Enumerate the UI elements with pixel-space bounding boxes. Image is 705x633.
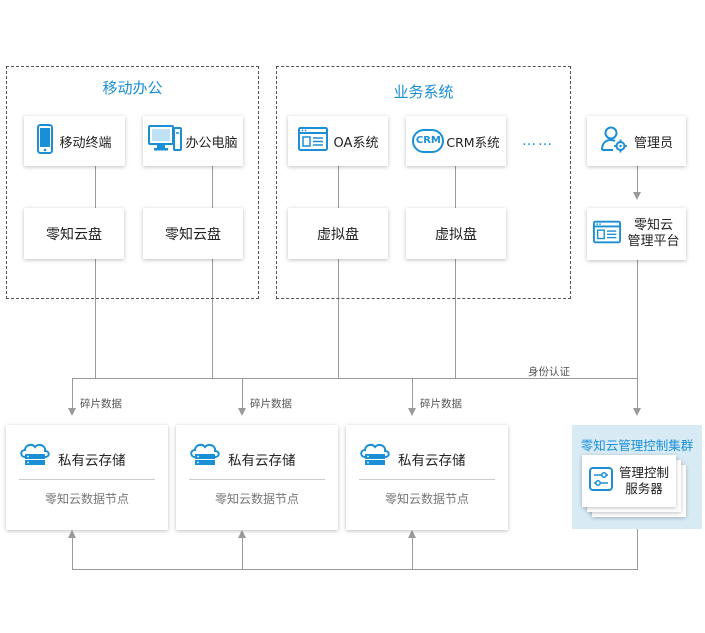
identity-auth-label: 身份认证 — [528, 366, 570, 378]
storage-node-1[interactable]: 私有云存储 零知云数据节点 — [6, 425, 168, 530]
cloud-server-icon — [19, 443, 51, 471]
virtual-disk-label-2: 虚拟盘 — [435, 226, 477, 243]
cloud-server-icon — [189, 443, 221, 471]
mgmt-server-label: 管理控制 服务器 — [619, 465, 669, 497]
mgmt-platform-card[interactable]: 零知云 管理平台 — [587, 208, 686, 260]
zzy-disk-label-1: 零知云盘 — [46, 226, 102, 243]
mgmt-control-server-card[interactable]: 管理控制 服务器 — [582, 455, 676, 507]
office-pc-label: 办公电脑 — [185, 135, 238, 151]
mgmt-server-line1: 管理控制 — [618, 465, 669, 480]
storage-title-1: 私有云存储 — [58, 453, 126, 469]
crm-system-label: CRM系统 — [446, 134, 500, 150]
admin-label: 管理员 — [633, 135, 673, 151]
desktop-computer-icon — [148, 124, 183, 158]
cloud-server-icon — [359, 443, 391, 471]
storage-divider-1 — [19, 479, 155, 480]
office-pc-card[interactable]: 办公电脑 — [143, 116, 243, 166]
fragment-data-label-1: 碎片数据 — [80, 398, 122, 410]
crm-logo-text: CRM — [415, 135, 441, 146]
mgmt-cluster-title: 零知云管理控制集群 — [580, 438, 694, 453]
more-systems-ellipsis: …… — [522, 133, 554, 149]
mgmt-cluster-panel: 零知云管理控制集群 管理控制 服务器 — [572, 425, 702, 529]
business-system-title: 业务系统 — [393, 83, 454, 101]
zzy-disk-card-1[interactable]: 零知云盘 — [24, 208, 124, 259]
business-system-group — [276, 66, 571, 299]
storage-node-2[interactable]: 私有云存储 零知云数据节点 — [176, 425, 338, 530]
admin-card[interactable]: 管理员 — [587, 116, 686, 166]
mgmt-server-line2: 服务器 — [625, 481, 663, 496]
storage-subtitle-1: 零知云数据节点 — [44, 492, 129, 506]
crm-system-card[interactable]: CRM CRM系统 — [406, 116, 506, 166]
mobile-office-title: 移动办公 — [102, 79, 163, 97]
window-app-icon — [297, 127, 328, 155]
fragment-data-label-3: 碎片数据 — [420, 398, 462, 410]
storage-title-2: 私有云存储 — [228, 453, 296, 469]
crm-logo-icon: CRM — [412, 129, 445, 153]
mgmt-platform-line1: 零知云 — [633, 218, 673, 233]
mobile-phone-icon — [37, 124, 54, 158]
storage-title-3: 私有云存储 — [398, 453, 466, 469]
admin-user-gear-icon — [600, 125, 628, 157]
mobile-terminal-label: 移动终端 — [59, 135, 112, 151]
virtual-disk-label-1: 虚拟盘 — [317, 226, 359, 243]
mgmt-platform-line2: 管理平台 — [627, 234, 680, 249]
oa-system-card[interactable]: OA系统 — [288, 116, 388, 166]
virtual-disk-card-2[interactable]: 虚拟盘 — [406, 208, 506, 259]
mobile-office-group — [6, 66, 259, 299]
platform-window-icon — [593, 220, 622, 248]
mobile-terminal-card[interactable]: 移动终端 — [24, 116, 125, 166]
storage-node-3[interactable]: 私有云存储 零知云数据节点 — [346, 425, 508, 530]
storage-divider-3 — [359, 479, 495, 480]
zzy-disk-label-2: 零知云盘 — [165, 226, 221, 243]
storage-subtitle-2: 零知云数据节点 — [214, 492, 299, 506]
virtual-disk-card-1[interactable]: 虚拟盘 — [288, 208, 388, 259]
storage-divider-2 — [189, 479, 325, 480]
zzy-disk-card-2[interactable]: 零知云盘 — [143, 208, 243, 259]
fragment-data-label-2: 碎片数据 — [250, 398, 292, 410]
storage-subtitle-3: 零知云数据节点 — [384, 492, 469, 506]
sliders-settings-icon — [588, 467, 613, 495]
mgmt-platform-label: 零知云 管理平台 — [627, 218, 679, 250]
oa-system-label: OA系统 — [333, 135, 379, 151]
